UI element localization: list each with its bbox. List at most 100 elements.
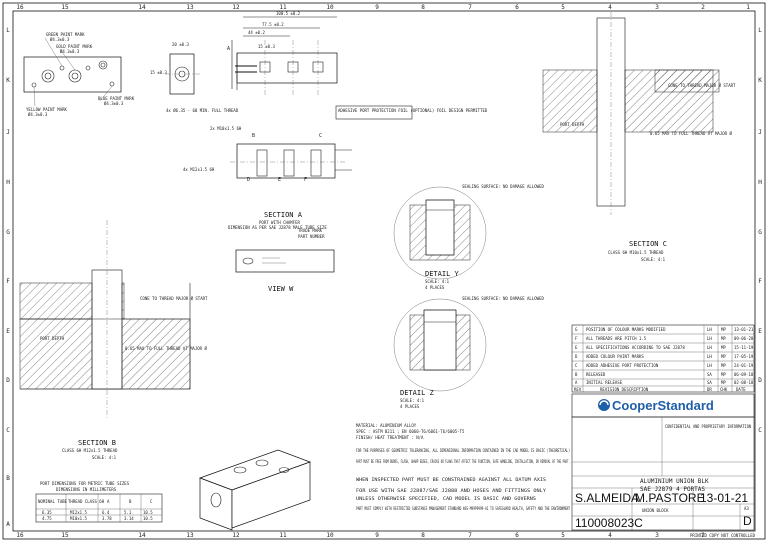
col-label: 13 bbox=[186, 4, 194, 11]
port-cut bbox=[310, 149, 322, 177]
col-label: 9 bbox=[375, 532, 379, 539]
rev-cell: SA bbox=[707, 372, 712, 377]
detail-y-scale: SCALE: 4:1 bbox=[425, 279, 450, 284]
rev-cell: LH bbox=[707, 354, 712, 359]
side-view: 15 ±0.3 20 ±0.3 4x Ø6.35 - 60 MIN. FULL … bbox=[150, 42, 239, 113]
iso-side bbox=[231, 461, 311, 529]
rev-cell: LH bbox=[707, 336, 712, 341]
footer-note: PRINTED COPY NOT CONTROLLED bbox=[690, 533, 756, 538]
trade-mark bbox=[242, 257, 254, 265]
thread-note: 4x Ø6.35 - 60 MIN. FULL THREAD bbox=[166, 108, 239, 113]
drawn-by: S.ALMEIDA bbox=[575, 491, 639, 505]
table-cell: 10.5 bbox=[143, 516, 153, 521]
port-boss bbox=[312, 61, 324, 73]
row-label: L bbox=[6, 27, 10, 34]
row-label: G bbox=[758, 229, 762, 236]
detail-y: SEALING SURFACE: NO DAMAGE ALLOWED DETAI… bbox=[393, 184, 544, 290]
table-cell: 4.75 bbox=[42, 516, 52, 521]
rev-cell: 02-08-18 bbox=[734, 380, 754, 385]
col-label: 15 bbox=[61, 4, 69, 11]
finish-note: FINISH/ HEAT TREATMENT : N/A bbox=[356, 435, 424, 440]
rev-cell: 15-11-19 bbox=[734, 345, 754, 350]
col-label: 11 bbox=[279, 532, 287, 539]
detail-z-places: 4 PLACES bbox=[400, 404, 420, 409]
part-title-2: SAE J2879 4 PORTAS bbox=[640, 486, 705, 493]
col-label: 2 bbox=[701, 4, 705, 11]
mark-f: F bbox=[304, 177, 307, 183]
section-b-subtitle: CLASS 6H M12x1.5 THREAD bbox=[62, 448, 118, 453]
detail-z-sealing: SEALING SURFACE: NO DAMAGE ALLOWED bbox=[462, 296, 544, 301]
part-title-1: ALUMINIUM UNION BLK bbox=[640, 478, 709, 485]
rev-cell: F bbox=[575, 336, 578, 341]
rev-cell: 09-06-20 bbox=[734, 336, 754, 341]
date: 13-01-21 bbox=[700, 491, 748, 505]
rev-cell: MP bbox=[721, 354, 726, 359]
row-label: D bbox=[758, 377, 762, 384]
detail-y-port bbox=[425, 199, 455, 256]
row-label: K bbox=[758, 77, 762, 84]
row-label: C bbox=[758, 427, 762, 434]
table-cell: M12x1.5 bbox=[70, 510, 87, 515]
sheet-size: A3 bbox=[744, 506, 749, 511]
th-c: C bbox=[150, 499, 153, 504]
view-w-note: TRADE MARK bbox=[298, 228, 323, 233]
isometric-view bbox=[198, 449, 312, 531]
iso-front bbox=[199, 477, 233, 531]
col-label: 4 bbox=[608, 4, 612, 11]
label-note: ADHESIVE PORT PROTECTION FOIL (OPTIONAL)… bbox=[338, 108, 488, 113]
rev-cell: SA bbox=[707, 380, 712, 385]
gold-mark-size: Ø4.3±0.3 bbox=[60, 49, 80, 54]
row-label: H bbox=[6, 179, 10, 186]
note-5: UNLESS OTHERWISE SPECIFIED, CAD MODEL IS… bbox=[356, 496, 537, 501]
confidential-note: CONFIDENTIAL AND PROPRIETARY INFORMATION bbox=[665, 424, 752, 429]
col-label: 9 bbox=[375, 4, 379, 11]
zone-columns-top: 16 15 14 13 12 11 10 9 8 7 6 5 4 3 2 1 bbox=[16, 4, 750, 11]
detail-y-title: DETAIL Y bbox=[425, 270, 460, 278]
detail-z: SEALING SURFACE: NO DAMAGE ALLOWED DETAI… bbox=[393, 296, 544, 409]
rev-cell: MP bbox=[721, 345, 726, 350]
row-label: F bbox=[6, 278, 10, 285]
section-b: CONE TO THREAD MAJOR Ø START 0.65 MAX TO… bbox=[19, 220, 208, 460]
section-a: 2x M10x1.5 6H 4x M12x1.5 6H D E F SECTIO… bbox=[183, 126, 352, 230]
table-subtitle: DIMENSIONS IN MILLIMETERS bbox=[56, 487, 117, 492]
gold-mark-note: GOLD PAINT MARK bbox=[56, 44, 93, 49]
table-cell: 3.78 bbox=[102, 516, 112, 521]
row-label: E bbox=[758, 328, 762, 335]
table-cell: 6.4 bbox=[102, 510, 110, 515]
thread-m12-note: 4x M12x1.5 6H bbox=[183, 167, 215, 172]
dim-text: 15 ±0.3 bbox=[150, 70, 167, 75]
detail-z-circle bbox=[393, 298, 487, 392]
rev-cell: ALL THREADS ARE PITCH 1.5 bbox=[586, 336, 647, 341]
col-label: 5 bbox=[561, 532, 565, 539]
rev-header: CHK bbox=[720, 387, 728, 392]
general-notes: MATERIAL: ALUMINIUM ALLOY SPEC : ASTM B2… bbox=[356, 423, 570, 511]
detail-z-title: DETAIL Z bbox=[400, 389, 434, 397]
front-view: 100.5 ±0.2 77.5 ±0.2 44 ±0.2 15 ±0.3 A B… bbox=[227, 11, 488, 139]
row-label: E bbox=[6, 328, 10, 335]
col-label: 6 bbox=[515, 532, 519, 539]
col-label: 10 bbox=[326, 532, 334, 539]
section-b-title: SECTION B bbox=[78, 439, 116, 447]
col-label: 7 bbox=[468, 532, 472, 539]
col-label: 5 bbox=[561, 4, 565, 11]
spec-note: SPEC : ASTM B211 ; EN 6060-T6/6061-T6/60… bbox=[356, 429, 465, 434]
rev-cell: RELEASED bbox=[586, 372, 606, 377]
rev-cell: G bbox=[575, 327, 578, 332]
rev-header: DR bbox=[707, 387, 712, 392]
detail-y-places: 4 PLACES bbox=[425, 285, 445, 290]
note-3: WHEN INSPECTED PART MUST BE CONSTRAINED … bbox=[356, 477, 547, 482]
th-a: A bbox=[107, 499, 110, 504]
port-boss bbox=[259, 61, 271, 73]
note-1: FOR THE PURPOSES OF GEOMETRIC TOLERANCIN… bbox=[356, 448, 570, 453]
section-b-port-note: PORT DEPTH bbox=[40, 336, 65, 341]
rev-cell: POSITION OF COLOUR MARKS MODIFIED bbox=[586, 327, 666, 332]
detail-z-port bbox=[423, 309, 457, 371]
section-c: CONE TO THREAD MAJOR Ø START 0.65 MAX TO… bbox=[542, 12, 736, 262]
rev-cell: INITIAL RELEASE bbox=[586, 380, 623, 385]
section-c-title: SECTION C bbox=[629, 240, 667, 248]
rev-cell: 17-05-19 bbox=[734, 354, 754, 359]
view-w: TRADE MARK PART NUMBER VIEW W bbox=[235, 228, 335, 293]
front-outline bbox=[236, 52, 338, 84]
company-name: CooperStandard bbox=[612, 398, 714, 413]
row-label: F bbox=[758, 278, 762, 285]
